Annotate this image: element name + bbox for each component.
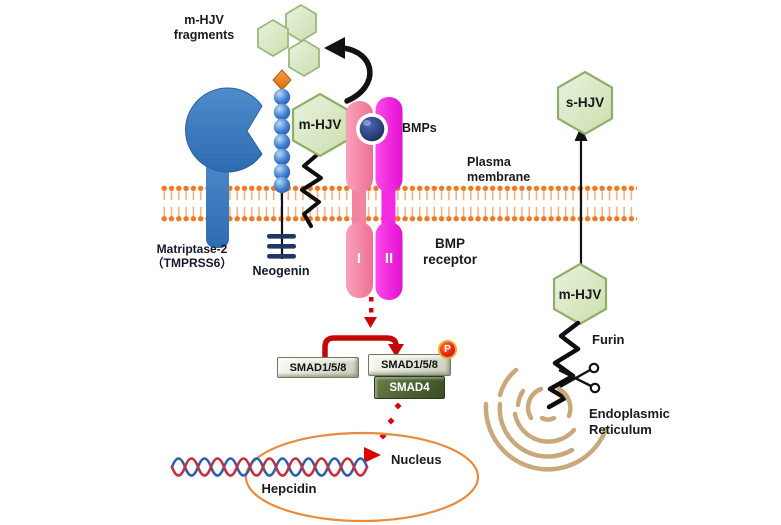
signal-dotted-arrow-1 (364, 297, 377, 328)
phosphate-badge: P (438, 340, 457, 359)
receptor-type1-kinase-domain (346, 222, 373, 298)
er-mhjv-label: m-HJV (558, 287, 602, 302)
furin-label: Furin (592, 332, 625, 347)
plasma-membrane-label: Plasma membrane (467, 155, 531, 184)
mhjv-fragments-label: m-HJV fragments (173, 13, 235, 42)
mhjv-fragment-hexagons-icon (257, 3, 320, 78)
bmps-label: BMPs (402, 121, 437, 135)
neogenin-receptor-icon (267, 69, 296, 259)
furin-zigzag-icon (546, 320, 581, 410)
dna-helix-icon (170, 457, 369, 477)
gpi-anchor-zigzag-icon (300, 152, 323, 228)
matriptase2-pacman-icon (185, 87, 263, 248)
smad158-phospho-box: SMAD1/5/8 (368, 354, 451, 376)
endoplasmic-reticulum-label: Endoplasmic Reticulum (589, 406, 670, 437)
secretion-arrow-icon (574, 126, 588, 265)
neogenin-label: Neogenin (252, 264, 310, 278)
hepcidin-label: Hepcidin (261, 481, 317, 496)
shjv-label: s-HJV (565, 95, 605, 110)
smad158-box: SMAD1/5/8 (277, 357, 359, 378)
smad-phosphorylation-arrow (322, 335, 404, 358)
mhjv-label: m-HJV (298, 117, 342, 132)
scissors-icon (558, 362, 601, 394)
shjv-hexagon-icon (556, 70, 614, 136)
receptor-type2-label: II (384, 250, 394, 267)
plasma-membrane-bilayer (160, 185, 637, 222)
receptor-type1-label: I (356, 250, 362, 267)
smad4-box: SMAD4 (374, 376, 445, 399)
cleavage-arrow-icon (324, 37, 373, 104)
matriptase2-label: Matriptase-2 （TMPRSS6） (151, 242, 233, 270)
bmp-ligand-icon (356, 113, 388, 145)
bmp-receptor-label: BMP receptor (422, 236, 478, 267)
glycan-diamond-icon (272, 69, 292, 91)
nucleus-outline-icon (244, 431, 480, 523)
receptor-type2-kinase-domain (375, 222, 403, 300)
receptor-type2-ectodomain (375, 97, 403, 192)
nucleus-label: Nucleus (391, 452, 442, 467)
endoplasmic-reticulum-icon (483, 367, 609, 472)
